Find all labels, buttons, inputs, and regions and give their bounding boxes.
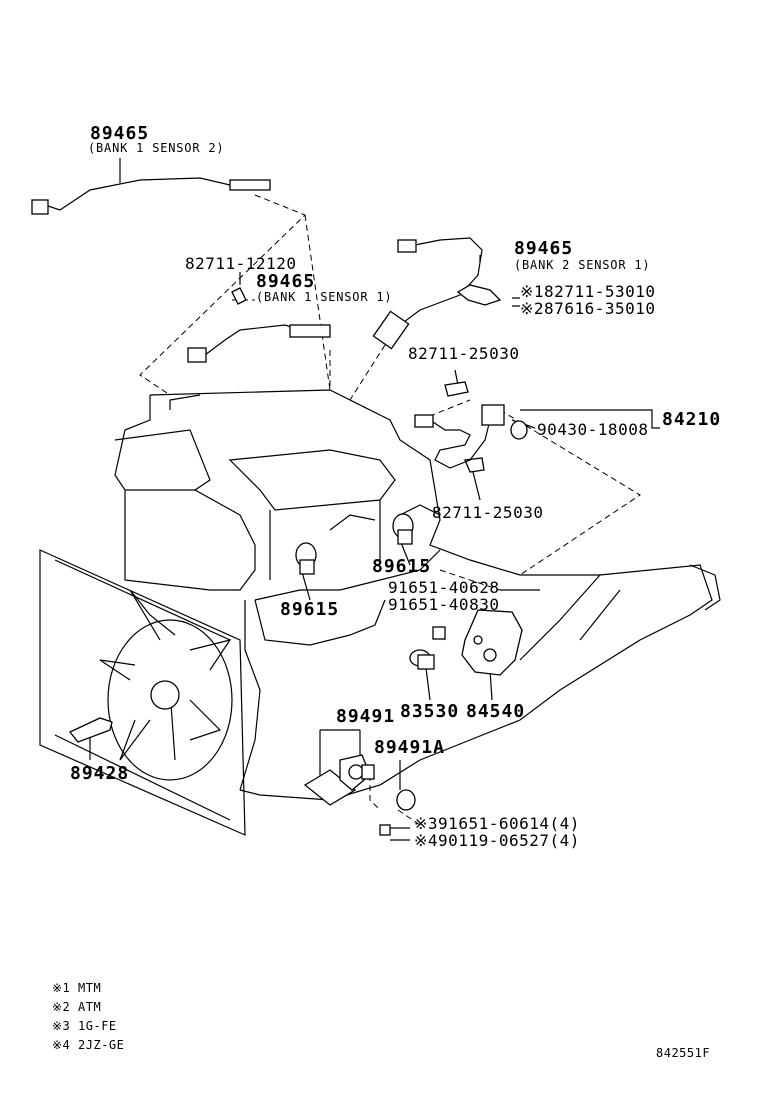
sensor-84210 (414, 404, 528, 469)
callout-o2-b2s1-part: 89465 (514, 238, 574, 259)
knock-sensor-left (295, 542, 317, 575)
callout-o2-b2s1-desc: (BANK 2 SENSOR 1) (514, 258, 651, 272)
callout-temp-sensor: 89428 (70, 763, 130, 784)
legend-item: ※4 2JZ-GE (52, 1038, 125, 1052)
callout-switch-83530: 83530 (400, 701, 460, 722)
legend-item: ※1 MTM (52, 981, 102, 995)
callout-sensor-89491A: 89491A (374, 737, 446, 758)
o2-sensor-bank1-sensor2 (31, 177, 271, 215)
callout-sensor-89491: 89491 (336, 706, 396, 727)
mark4-symbol: ※4 (414, 831, 439, 850)
o2-sensor-bank1-sensor1 (187, 324, 331, 363)
callout-sensor-84210: 84210 (662, 409, 722, 430)
radiator-fan (39, 549, 246, 836)
mark4-part: 90119-06527(4) (438, 831, 580, 850)
legend-item: ※3 1G-FE (52, 1019, 117, 1033)
mark3-symbol: ※3 (414, 814, 439, 833)
callout-mark4: ※490119-06527(4) (414, 833, 580, 849)
callout-gasket-12120: 82711-12120 (185, 254, 297, 273)
o2-sensor-bank2-sensor1 (372, 237, 483, 350)
leader-lines (139, 194, 641, 826)
callout-o2-b1s2-desc: (BANK 1 SENSOR 2) (88, 141, 225, 155)
callout-bolt-40628: 91651-40628 (388, 578, 500, 597)
diagram-id: 842551F (656, 1046, 711, 1060)
clamp-upper-icon (444, 381, 469, 397)
temp-sensor-89428 (68, 717, 113, 743)
callout-mark1: ※182711-53010 (520, 284, 656, 300)
sensor-84540 (461, 609, 523, 676)
mark1-part: 82711-53010 (544, 282, 656, 301)
mark2-symbol: ※2 (520, 299, 545, 318)
callout-clamp-upper: 82711-25030 (408, 344, 520, 363)
callout-o2-b1s2-part: 89465 (90, 123, 150, 144)
gasket-mark1-mark2-icon (456, 284, 502, 306)
callout-clamp-lower: 82711-25030 (432, 503, 544, 522)
clamp-lower-icon (464, 457, 485, 473)
callout-bolt-40830: 91651-40830 (388, 595, 500, 614)
mark1-symbol: ※1 (520, 282, 545, 301)
knock-sensor-right (392, 513, 414, 545)
callout-sensor-84540: 84540 (466, 701, 526, 722)
callout-knock-left: 89615 (280, 599, 340, 620)
callout-oring: 90430-18008 (537, 420, 649, 439)
mark3-part: 91651-60614(4) (438, 814, 580, 833)
callout-mark3: ※391651-60614(4) (414, 816, 580, 832)
callout-knock-right: 89615 (372, 556, 432, 577)
bolt-icon (432, 626, 446, 640)
legend-item: ※2 ATM (52, 1000, 102, 1014)
callout-o2-b1s1-part: 89465 (256, 271, 316, 292)
legend: ※1 MTM ※2 ATM ※3 1G-FE ※4 2JZ-GE (52, 982, 124, 1058)
mark2-part: 87616-35010 (544, 299, 656, 318)
switch-83530 (409, 649, 435, 670)
gasket-12120-icon (231, 287, 247, 305)
sensor-89491-bracket (303, 754, 416, 836)
callout-o2-b1s1-desc: (BANK 1 SENSOR 1) (256, 290, 393, 304)
callout-mark2: ※287616-35010 (520, 301, 656, 317)
